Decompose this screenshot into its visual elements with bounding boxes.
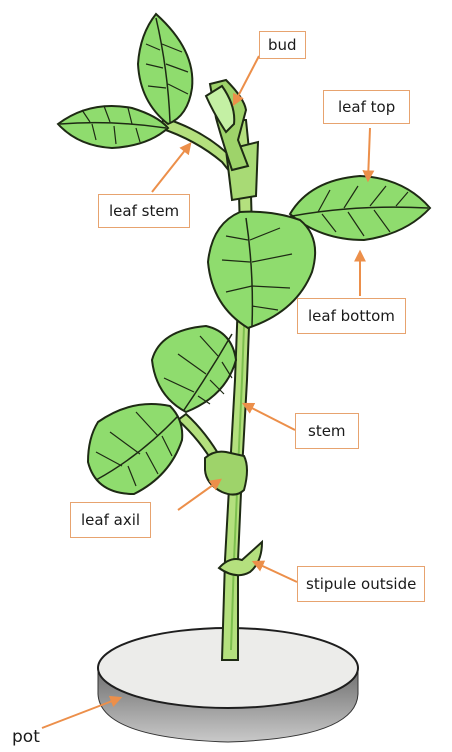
arrow-stem: [244, 404, 295, 430]
arrow-leaf-top: [368, 128, 370, 180]
label-stem: stem: [295, 413, 359, 449]
arrow-bud: [234, 56, 259, 104]
label-stipule-outside: stipule outside: [297, 566, 425, 602]
label-leaf-axil: leaf axil: [70, 502, 151, 538]
label-bud: bud: [259, 31, 306, 59]
leaf-lower-left-top: [152, 326, 236, 412]
leaf-upper-left: [58, 106, 168, 148]
arrow-stipule: [254, 562, 297, 582]
label-leaf-stem: leaf stem: [98, 194, 190, 228]
leaf-top-left: [138, 14, 192, 124]
label-pot: pot: [12, 727, 40, 747]
label-leaf-bottom: leaf bottom: [297, 298, 406, 334]
main-stem: [222, 120, 252, 660]
label-leaf-top: leaf top: [323, 90, 410, 124]
leaf-lower-left: [88, 404, 182, 494]
bud-shape: [206, 80, 248, 170]
arrow-leaf-stem: [152, 144, 190, 192]
arrow-leaf-axil: [178, 480, 220, 510]
